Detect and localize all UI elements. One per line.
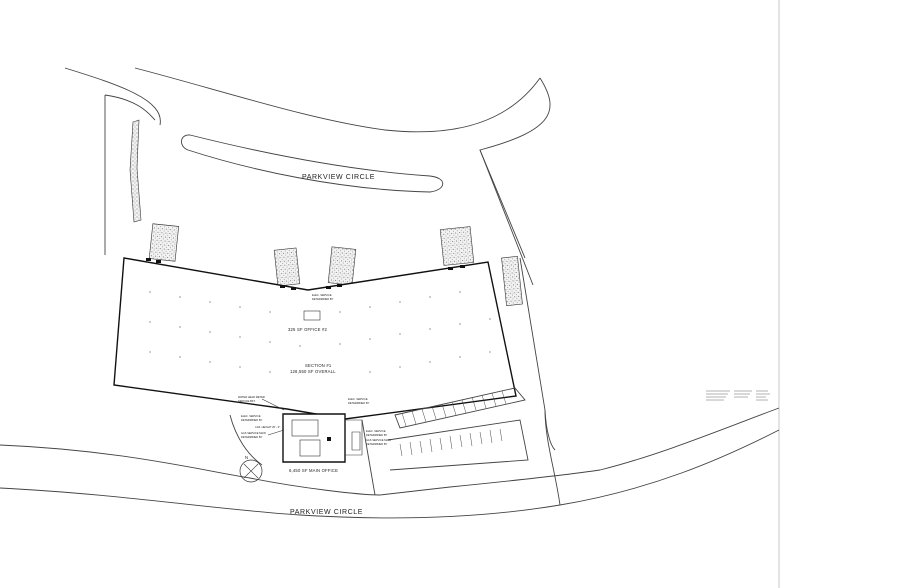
note-elec-office2-2: DETERMINED BY [312,297,334,301]
landscape-block-1 [148,223,180,262]
main-office-label: 6,450 SF MAIN OFFICE [289,468,338,473]
landscape-block-3 [327,246,357,286]
left-island [129,119,142,223]
upper-road-label: PARKVIEW CIRCLE [302,174,375,181]
landscape-block-4 [439,226,475,266]
note-clear-height: CLR. HEIGHT 25' - 0" [255,425,280,429]
upper-road [64,67,551,286]
note-water-meter-2: SERVICE BKT. [238,399,256,403]
section-label: SECTION #1 [305,363,332,368]
main-office-inner-room [291,419,319,437]
landscape-block-5 [501,255,523,307]
note-elec-service-2: DETERMINED BY [241,418,263,422]
note-gas-right: GAS SERVICE MAIN [366,438,391,442]
office-fixture [327,437,331,441]
office-2-label: 325 SF OFFICE #2 [288,327,328,332]
main-office-inner-room-2 [299,439,321,457]
column-grid [149,291,491,373]
dock-doors [146,258,465,290]
note-callouts: WATER HEAD METER SERVICE BKT. ELEC. SERV… [238,293,391,446]
accessible-ramp [351,431,361,451]
lower-road-label: PARKVIEW CIRCLE [290,509,363,516]
office-2-box [303,310,321,321]
note-gas-right-2: DETERMINED BY [366,442,388,446]
note-water-meter: WATER HEAD METER [238,395,265,399]
north-arrow: N [239,455,263,483]
overall-area-label: 128,550 SF OVERALL [290,369,336,374]
note-elec-right-2: DETERMINED BY [366,433,388,437]
office-walkway [345,419,363,456]
note-gas-service: GAS SERVICE MAIN [241,431,266,435]
note-elec-office2: ELEC. SERVICE [312,293,332,297]
north-arrow-label: N [245,455,248,460]
note-elec-right: ELEC. SERVICE [366,429,386,433]
note-elec-top: ELEC. SERVICE [348,397,368,401]
warehouse-outline [113,257,517,420]
lower-road [0,257,780,519]
parking-lot [387,387,529,471]
main-office-outline [282,413,346,463]
note-elec-service: ELEC. SERVICE [241,414,261,418]
legend-block [706,390,770,401]
note-elec-top-2: DETERMINED BY [348,401,370,405]
note-gas-service-2: DETERMINED BY [241,435,263,439]
landscape-block-2 [273,247,301,287]
